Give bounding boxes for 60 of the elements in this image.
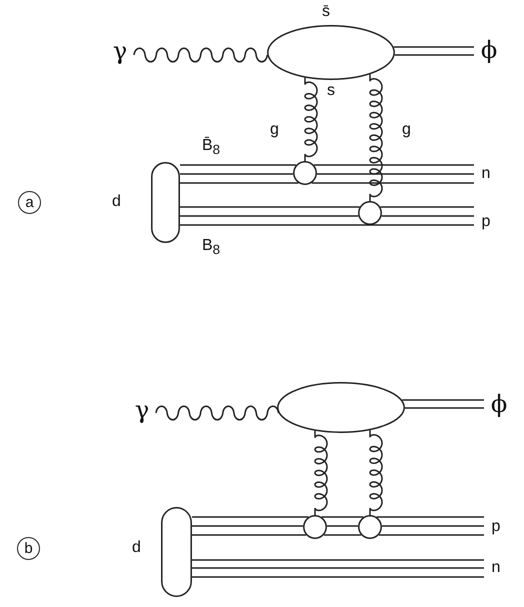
quark-line	[180, 224, 370, 226]
photon-line	[133, 48, 268, 62]
quark-line	[376, 516, 484, 518]
quark-line	[382, 525, 484, 527]
baryon-label: B$_{8}$	[202, 237, 220, 260]
baryon-label: B̄$_{8}$	[202, 137, 220, 160]
quark-line	[312, 182, 474, 184]
quark-line	[380, 206, 474, 208]
quark-line	[314, 164, 474, 166]
quark-line	[180, 206, 360, 208]
particle-label: ϕ	[484, 390, 514, 418]
quark-line	[192, 559, 484, 561]
edge-label: g	[402, 121, 411, 139]
particle-label: γ	[132, 396, 152, 424]
panel-label: b	[17, 537, 40, 560]
quark-line	[405, 407, 484, 409]
particle-label: p	[484, 516, 508, 538]
quark-label: s	[327, 82, 335, 100]
particle-label: d	[132, 539, 141, 557]
quark-line	[180, 164, 296, 166]
quark-line	[394, 46, 474, 48]
quark-line	[324, 534, 362, 536]
particle-label: γ	[110, 37, 130, 65]
vertex-circle	[303, 515, 327, 539]
deuteron-blob	[151, 162, 180, 243]
quark-line	[180, 173, 294, 175]
particle-label: ϕ	[474, 36, 504, 64]
quark-line	[316, 173, 474, 175]
quark-line	[180, 182, 298, 184]
quark-line	[370, 224, 474, 226]
deuteron-blob	[161, 507, 192, 597]
particle-label: n	[484, 557, 508, 579]
quark-line	[192, 534, 306, 536]
gluon-line	[369, 430, 383, 515]
vertex-circle	[293, 161, 317, 185]
vertex-circle	[358, 515, 382, 539]
quark-line	[394, 54, 474, 56]
particle-label: n	[474, 163, 498, 185]
quark-label: s̄	[322, 3, 330, 21]
panel-label: a	[18, 191, 41, 214]
gluon-line	[304, 78, 318, 161]
photon-line	[155, 406, 280, 420]
quark-line	[402, 399, 484, 401]
quark-line	[192, 576, 484, 578]
quark-line	[326, 525, 358, 527]
particle-label: d	[112, 193, 121, 211]
edge-label: g	[270, 121, 279, 139]
quark-line	[192, 516, 308, 518]
vertex-circle	[358, 201, 382, 225]
interaction-blob	[267, 25, 395, 80]
gluon-line	[369, 74, 383, 201]
particle-label: p	[474, 211, 498, 233]
quark-line	[382, 215, 474, 217]
quark-line	[378, 534, 484, 536]
quark-line	[192, 525, 304, 527]
interaction-blob	[277, 382, 405, 433]
gluon-line	[314, 430, 328, 515]
quark-line	[192, 567, 484, 569]
quark-line	[180, 215, 358, 217]
quark-line	[322, 516, 364, 518]
